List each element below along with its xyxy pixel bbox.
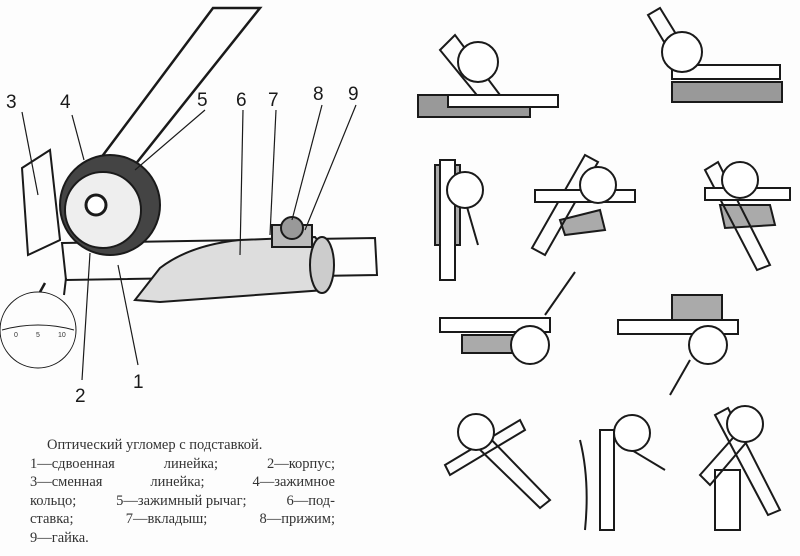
caption-text: 5—зажимный рычаг; (116, 492, 247, 509)
caption-text: линейка; (163, 455, 218, 472)
caption-text: линейка; (150, 474, 205, 490)
caption-text: 9—гайка. (30, 529, 89, 546)
example-1 (417, 33, 559, 118)
scale-label-5: 5 (36, 332, 40, 339)
stand-end (309, 236, 335, 294)
example-8 (443, 413, 552, 510)
example-7 (617, 294, 739, 396)
example-3 (434, 159, 484, 281)
label-4: 4 (60, 92, 71, 113)
caption-text: 2—корпус; (266, 455, 335, 472)
caption-title: Оптический угломер с подставкой. (47, 437, 263, 453)
label-2: 2 (75, 386, 86, 407)
example-9 (579, 414, 666, 531)
label-6: 6 (236, 90, 247, 111)
nut (280, 216, 304, 240)
caption-text: 4—зажимное (252, 474, 336, 490)
label-8: 8 (313, 84, 324, 105)
usage-examples (417, 6, 791, 531)
example-5 (703, 160, 791, 272)
example-2 (646, 6, 783, 103)
caption-text: 8—прижим; (259, 511, 335, 527)
scale-label-0: 0 (14, 332, 18, 339)
caption-text: 3—сменная (30, 474, 103, 490)
caption-line: 3—сменная линейка; 4—зажимное (30, 473, 335, 492)
figure-caption: Оптический угломер с подставкой. 1—сдвое… (30, 436, 335, 547)
caption-text: 7—вкладыш; (125, 511, 208, 527)
main-protractor-drawing (0, 6, 379, 381)
label-5: 5 (197, 90, 208, 111)
caption-text: ставка; (30, 511, 74, 527)
replaceable-ruler (20, 148, 62, 257)
scale-view (0, 291, 77, 369)
scale-label-10: 10 (58, 332, 66, 339)
clamp-lever (84, 193, 108, 217)
caption-line: кольцо; 5—зажимный рычаг; 6—под- (30, 492, 335, 511)
label-3: 3 (6, 92, 17, 113)
caption-text: кольцо; (30, 492, 77, 509)
caption-line: 1—сдвоенная линейка; 2—корпус; (30, 455, 335, 474)
example-10 (698, 405, 782, 531)
label-7: 7 (268, 90, 279, 111)
caption-line: ставка; 7—вкладыш; 8—прижим; (30, 510, 335, 529)
caption-text: 1—сдвоенная (30, 455, 115, 472)
example-6 (439, 271, 576, 365)
label-1: 1 (133, 372, 144, 393)
label-9: 9 (348, 84, 359, 105)
caption-line: 9—гайка. (30, 529, 335, 548)
caption-text: 6—под- (286, 492, 335, 509)
example-4 (530, 153, 636, 257)
